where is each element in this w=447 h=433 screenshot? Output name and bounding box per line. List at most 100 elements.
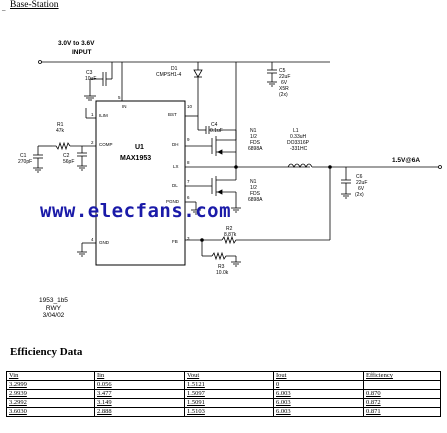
cell-efficiency: 0.872: [366, 399, 381, 406]
cell-iout: 6.003: [276, 390, 291, 397]
circuit-schematic: 3.0V to 3.6V INPUT C3 10uF U1 MAX1953 IN…: [18, 40, 442, 276]
cell-vout: 1.5103: [187, 408, 205, 415]
c2-designator: C2: [63, 153, 70, 159]
efficiency-table: Vin Iin Vout Iout Efficiency 3.2999 0.05…: [6, 371, 441, 417]
table-row: 3.2992 3.149 1.5091 6.003 0.872: [6, 398, 441, 408]
r3-designator: R3: [218, 264, 225, 270]
pin-fb-label: FB: [172, 239, 178, 244]
n1-low-designator: N1: [250, 179, 257, 185]
ic-part: MAX1953: [120, 155, 151, 162]
n1-high-part: 6898A: [248, 146, 263, 152]
c5-value: 22uF: [279, 74, 290, 80]
cell-iin: 3.477: [97, 390, 112, 397]
pin-in-num: 5: [118, 95, 121, 100]
l1-value: 0.33uH: [290, 134, 307, 140]
c5-designator: C5: [279, 68, 286, 74]
cell-iout: 6.003: [276, 408, 291, 415]
cell-iin: 2.888: [97, 408, 112, 415]
pin-dl-label: DL: [172, 183, 178, 188]
c6-count: (2x): [355, 192, 364, 198]
drawing-id-number: 1953_1b5: [39, 297, 68, 304]
output-label: 1.5V@6A: [392, 157, 420, 164]
cell-efficiency: 0.870: [366, 390, 381, 397]
r1-value: 47k: [56, 128, 65, 134]
c5-count: (2x): [279, 92, 288, 98]
table-row: 3.2999 0.056 1.5121 0: [6, 380, 441, 390]
cell-vout: 1.5097: [187, 390, 205, 397]
cell-vin: 2.9939: [9, 390, 27, 397]
page-heading: Base-Station: [10, 0, 59, 10]
pin-dh-num: 9: [187, 137, 190, 142]
pin-ilim-num: 1: [91, 112, 94, 117]
pin-comp-label: COMP: [99, 142, 113, 147]
cell-iin: 0.056: [97, 381, 112, 388]
r3-value: 10.0k: [216, 270, 229, 276]
heading-mark: _: [2, 4, 6, 12]
r1-designator: R1: [57, 122, 64, 128]
pin-gnd-num: 4: [91, 237, 94, 242]
drawing-id-author: RWY: [45, 304, 61, 312]
ic-u1: [95, 100, 186, 266]
c4-value: 0.1uF: [210, 128, 223, 134]
input-voltage-label: 3.0V to 3.6V: [58, 40, 95, 47]
c6-voltage: 6V: [358, 186, 365, 192]
efficiency-title: Efficiency Data: [10, 346, 83, 358]
c1-value: 270pF: [18, 159, 32, 165]
col-iin: Iin: [94, 371, 185, 381]
c6-designator: C6: [356, 174, 363, 180]
cell-vin: 3.2999: [9, 381, 27, 388]
cell-vin: 3.2992: [9, 399, 27, 406]
c2-value: 56pF: [63, 159, 74, 165]
pin-ilim-label: ILIM: [99, 113, 108, 118]
pin-in-label: IN: [122, 104, 127, 109]
col-efficiency: Efficiency: [363, 371, 441, 381]
r2-value: 8.87k: [224, 232, 237, 238]
cell-iout: 6.003: [276, 399, 291, 406]
table-header-row: Vin Iin Vout Iout Efficiency: [6, 371, 441, 381]
pin-dh-label: DH: [172, 142, 179, 147]
c6-value: 22uF: [356, 180, 367, 186]
n1-high-ratio: 1/2: [250, 134, 257, 140]
n1-low-part: 6898A: [248, 197, 263, 203]
pin-dl-num: 7: [187, 179, 190, 184]
drawing-id-block: 1953_1b5 RWY 3/04/02: [39, 297, 68, 320]
cell-iin: 3.149: [97, 399, 112, 406]
d1-value: CMPSH1-4: [156, 72, 182, 78]
cell-vin: 3.6030: [9, 408, 27, 415]
pin-pgnd-label: PGND: [166, 199, 180, 204]
n1-high-designator: N1: [250, 128, 257, 134]
pin-comp-num: 2: [91, 140, 94, 145]
pin-bst-label: BST: [168, 112, 177, 117]
ic-designator: U1: [135, 144, 144, 151]
n1-high-fds: FDS: [250, 140, 261, 146]
pin-lx-label: LX: [173, 164, 179, 169]
col-vin: Vin: [6, 371, 95, 381]
pin-bst-num: 10: [187, 104, 193, 109]
pin-lx-num: 8: [187, 160, 190, 165]
cell-iout: 0: [276, 381, 280, 388]
n1-low-fds: FDS: [250, 191, 261, 197]
pin-gnd-label: GND: [99, 240, 110, 245]
c5-voltage: 6V: [281, 80, 288, 86]
c3-value: 10uF: [85, 76, 96, 82]
table-row: 3.6030 2.888 1.5103 6.003 0.871: [6, 407, 441, 417]
col-iout: Iout: [273, 371, 364, 381]
r2-designator: R2: [226, 226, 233, 232]
input-label: INPUT: [72, 49, 92, 56]
n1-low-ratio: 1/2: [250, 185, 257, 191]
c4-designator: C4: [211, 122, 218, 128]
pin-fb-num: 3: [187, 236, 190, 241]
d1-designator: D1: [171, 66, 178, 72]
watermark: www.elecfans.com: [40, 200, 232, 222]
cell-efficiency: 0.871: [366, 408, 381, 415]
l1-designator: L1: [293, 128, 299, 134]
col-vout: Vout: [184, 371, 274, 381]
c5-dielectric: X5R: [279, 86, 289, 92]
l1-suffix: -331HC: [290, 146, 308, 152]
c3-designator: C3: [86, 70, 93, 76]
pin-pgnd-num: 6: [187, 195, 190, 200]
table-row: 2.9939 3.477 1.5097 6.003 0.870: [6, 389, 441, 399]
l1-part: DO3316P: [287, 140, 310, 146]
c1-designator: C1: [20, 153, 27, 159]
cell-vout: 1.5091: [187, 399, 205, 406]
